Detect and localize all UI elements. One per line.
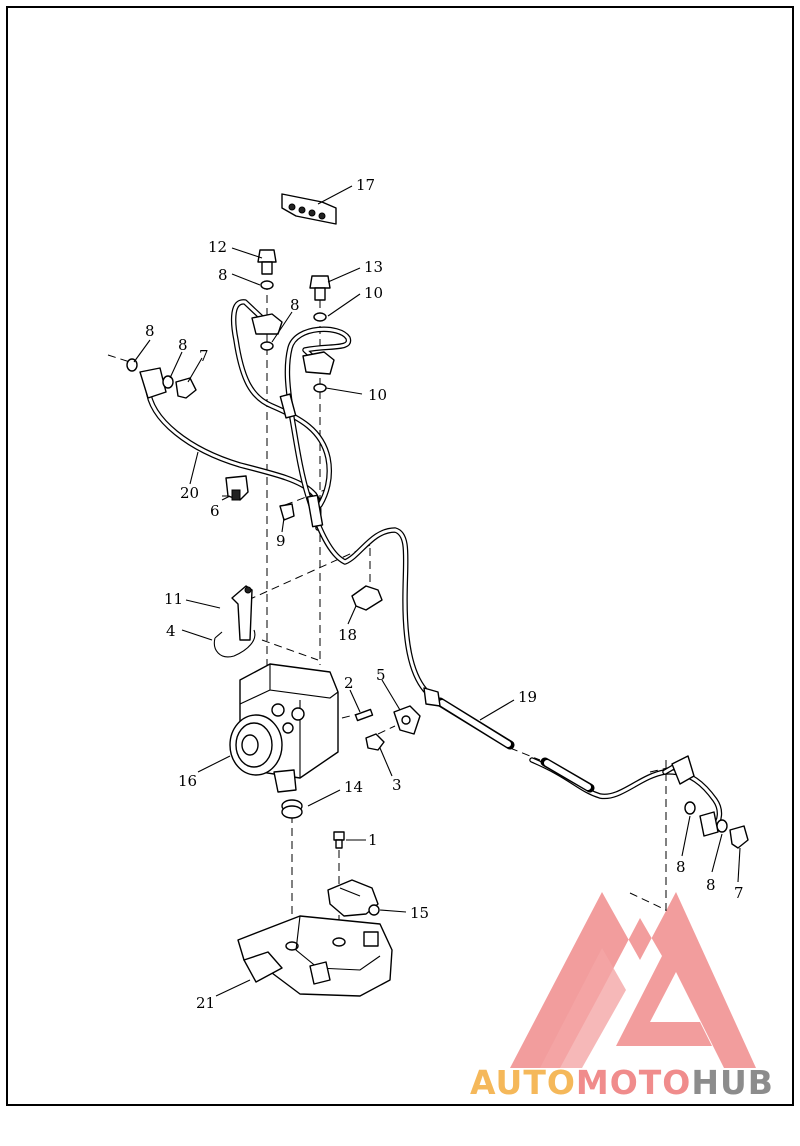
washers — [126, 280, 728, 833]
callout-6: 6 — [210, 502, 220, 520]
watermark-hub: HUB — [691, 1063, 774, 1102]
callout-9: 9 — [276, 532, 286, 550]
callout-11: 11 — [164, 590, 183, 608]
callout-10: 10 — [364, 284, 383, 302]
part-6-clip — [225, 475, 249, 501]
callout-8: 8 — [178, 336, 188, 354]
part-7-banjo-bolt-right — [729, 825, 749, 849]
part-17-line-clip — [281, 193, 337, 225]
part-13-banjo-bolt — [309, 275, 331, 301]
callout-8: 8 — [676, 858, 686, 876]
diagram-frame — [6, 6, 794, 1106]
callout-17: 17 — [356, 176, 375, 194]
callout-19: 19 — [518, 688, 537, 706]
part-9-clip — [279, 503, 295, 521]
callout-21: 21 — [196, 994, 215, 1012]
watermark-text: AUTOMOTOHUB — [470, 1063, 774, 1102]
callout-5: 5 — [376, 666, 386, 684]
callout-16: 16 — [178, 772, 197, 790]
callout-18: 18 — [338, 626, 357, 644]
callout-12: 12 — [208, 238, 227, 256]
callout-8: 8 — [290, 296, 300, 314]
callout-8: 8 — [706, 876, 716, 894]
part-12-banjo-bolt — [257, 249, 277, 275]
part-18-clip — [351, 585, 383, 611]
watermark-moto: MOTO — [576, 1063, 691, 1102]
callout-14: 14 — [344, 778, 363, 796]
callout-8: 8 — [218, 266, 228, 284]
callouts: 17 12 13 8 8 10 8 8 7 10 20 6 9 11 4 18 … — [145, 176, 744, 1012]
callout-7: 7 — [199, 347, 209, 365]
callout-7: 7 — [734, 884, 744, 902]
callout-8: 8 — [145, 322, 155, 340]
part-16-abs-module — [229, 663, 339, 793]
part-2-screw — [354, 708, 374, 722]
part-3-nut — [365, 733, 385, 751]
brake-lines — [139, 299, 723, 829]
watermark-logo: AUTOMOTOHUB — [470, 892, 774, 1102]
callout-1: 1 — [368, 831, 378, 849]
part-15-sensor — [327, 879, 380, 917]
part-7-banjo-bolt-left — [175, 377, 197, 399]
callout-4: 4 — [166, 622, 176, 640]
callout-10: 10 — [368, 386, 387, 404]
part-14-grommet — [281, 799, 303, 819]
callout-2: 2 — [344, 674, 354, 692]
part-1-screw — [333, 831, 345, 849]
part-5-clamp — [393, 705, 421, 735]
leader-lines — [133, 185, 741, 997]
part-19-tube-end — [423, 687, 441, 707]
alignment-lines — [107, 282, 677, 945]
callout-20: 20 — [180, 484, 199, 502]
watermark-mark — [510, 892, 756, 1068]
callout-13: 13 — [364, 258, 383, 276]
part-4-clamp — [213, 629, 256, 658]
banjo-fittings — [251, 313, 719, 837]
part-21-mounting-bracket — [237, 915, 393, 997]
watermark-auto: AUTO — [470, 1063, 576, 1102]
callout-3: 3 — [392, 776, 402, 794]
callout-15: 15 — [410, 904, 429, 922]
part-11-bracket — [231, 585, 253, 641]
